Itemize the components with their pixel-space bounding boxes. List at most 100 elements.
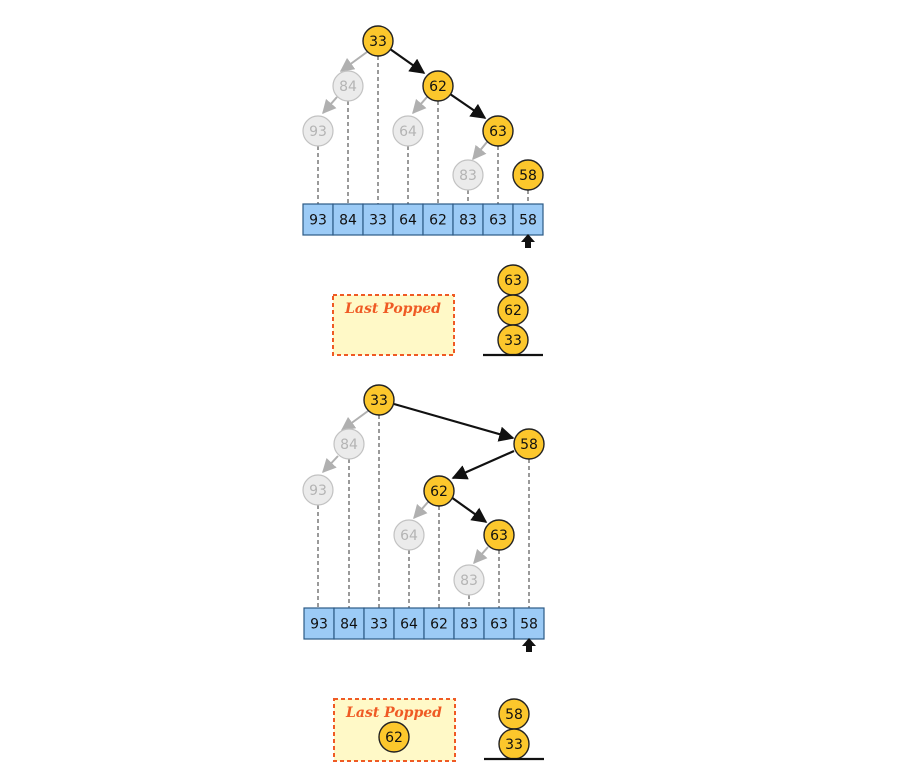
node-label: 84 [340, 437, 358, 453]
array-cell: 58 [512, 203, 544, 236]
heap-node: 62 [423, 475, 455, 507]
node-label: 83 [459, 168, 477, 184]
heap-node: 63 [482, 115, 514, 147]
last-popped-box [332, 294, 455, 356]
node-label: 62 [385, 730, 403, 746]
node-circle [332, 70, 364, 102]
heap-node-faded: 93 [302, 115, 334, 147]
edge-active [449, 93, 487, 119]
node-label: 62 [430, 484, 448, 500]
array-cell-value: 58 [520, 617, 538, 633]
step1-panel: 33 84 62 93 64 63 83 58 93 84 33 64 62 83 63 58 Last P… [302, 25, 544, 357]
heap-node-faded: 83 [453, 564, 485, 596]
array-cell: 62 [423, 607, 455, 640]
pointer-arrow-icon [522, 638, 536, 652]
last-popped-node: 62 [378, 721, 410, 753]
array-cell: 63 [482, 203, 514, 236]
node-circle [333, 428, 365, 460]
edge-faded [472, 141, 488, 161]
node-label: 33 [369, 34, 387, 50]
step2-dashed-lines [317, 415, 530, 608]
array-cell: 64 [392, 203, 424, 236]
node-circle [302, 115, 334, 147]
array-cell-value: 58 [519, 213, 537, 229]
edge-faded [322, 455, 339, 474]
node-circle [423, 475, 455, 507]
edge-active [389, 48, 426, 74]
step2-array: 93 84 33 64 62 83 63 58 [303, 607, 545, 640]
heap-node-faded: 84 [332, 70, 364, 102]
node-circle [482, 115, 514, 147]
edge-faded [322, 96, 338, 115]
last-popped-label: Last Popped [344, 301, 441, 317]
array-cell-value: 64 [400, 617, 418, 633]
node-label: 62 [429, 79, 447, 95]
step1-dashed-lines [317, 56, 529, 204]
array-cell-value: 83 [459, 213, 477, 229]
node-label: 63 [504, 273, 522, 289]
edge-faded [413, 501, 429, 520]
node-label: 63 [490, 528, 508, 544]
edge-active [451, 449, 515, 480]
node-label: 93 [309, 124, 327, 140]
node-label: 58 [519, 168, 537, 184]
array-cell-value: 64 [399, 213, 417, 229]
node-circle [302, 474, 334, 506]
array-cell: 33 [362, 203, 394, 236]
array-cell: 84 [333, 607, 365, 640]
edge-faded [340, 410, 369, 431]
array-cell-value: 62 [429, 213, 447, 229]
heap-node: 63 [483, 519, 515, 551]
edge-faded [339, 51, 368, 72]
array-cell-value: 84 [340, 617, 358, 633]
step1-array: 93 84 33 64 62 83 63 58 [302, 203, 544, 236]
array-cell: 93 [303, 607, 335, 640]
heap-node: 58 [498, 698, 530, 730]
heap-node: 62 [497, 294, 529, 326]
array-cell-value: 83 [460, 617, 478, 633]
node-label: 83 [460, 573, 478, 589]
node-circle [363, 384, 395, 416]
heap-node: 58 [513, 428, 545, 460]
node-circle [393, 519, 425, 551]
heap-node-faded: 93 [302, 474, 334, 506]
array-cell: 63 [483, 607, 515, 640]
array-cell: 83 [453, 607, 485, 640]
node-circle [513, 428, 545, 460]
node-label: 58 [505, 707, 523, 723]
array-cell: 62 [422, 203, 454, 236]
node-label: 33 [504, 333, 522, 349]
pointer-arrow-icon [521, 234, 535, 248]
array-cell-value: 93 [309, 213, 327, 229]
node-label: 33 [505, 737, 523, 753]
node-label: 93 [309, 483, 327, 499]
node-circle [483, 519, 515, 551]
step1-stack: 63 62 33 [497, 264, 529, 356]
heap-node: 62 [422, 70, 454, 102]
array-cell: 93 [302, 203, 334, 236]
node-circle [392, 115, 424, 147]
node-label: 64 [399, 124, 417, 140]
heap-node: 33 [498, 728, 530, 760]
array-cell: 64 [393, 607, 425, 640]
heap-node-faded: 83 [452, 159, 484, 191]
array-cell-value: 93 [310, 617, 328, 633]
heap-node: 58 [512, 159, 544, 191]
array-cell: 84 [332, 203, 364, 236]
node-label: 64 [400, 528, 418, 544]
edge-active [393, 402, 515, 442]
node-circle [452, 159, 484, 191]
array-cell: 33 [363, 607, 395, 640]
array-cell-value: 33 [370, 617, 388, 633]
heap-node: 62 [378, 721, 410, 753]
array-cell-value: 63 [489, 213, 507, 229]
array-cell-value: 84 [339, 213, 357, 229]
step1-tree-nodes: 33 84 62 93 64 63 83 58 [302, 25, 544, 191]
node-circle [453, 564, 485, 596]
heap-node-faded: 64 [393, 519, 425, 551]
node-circle [512, 159, 544, 191]
heap-node-faded: 84 [333, 428, 365, 460]
